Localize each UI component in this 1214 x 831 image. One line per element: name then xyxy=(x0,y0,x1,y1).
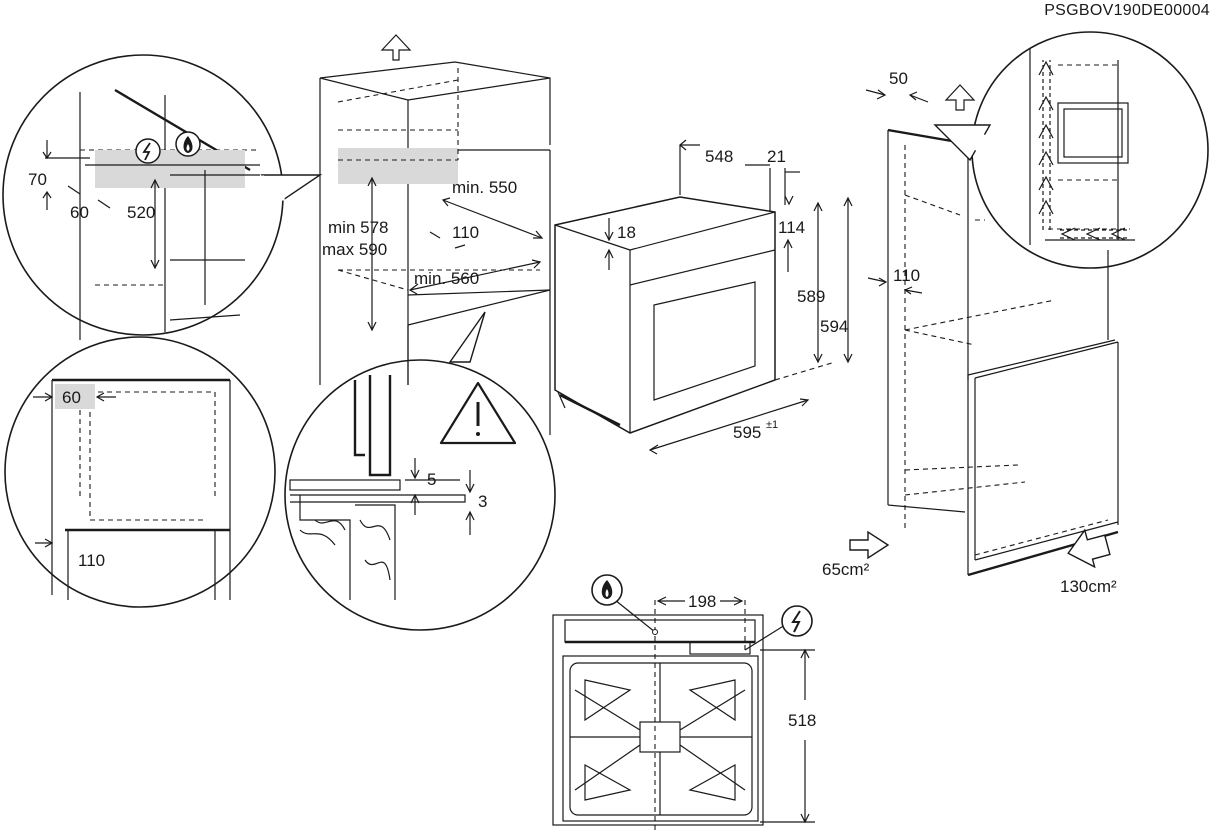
vent-bottom: 130cm² xyxy=(1060,577,1117,596)
electric-icon xyxy=(135,138,161,164)
up-arrow-icon xyxy=(380,34,412,61)
dim-max-590: max 590 xyxy=(322,240,387,259)
dim-18: 18 xyxy=(617,223,636,242)
gas-flame-icon xyxy=(175,131,201,157)
dim-595: 595 xyxy=(733,423,761,442)
tall-unit: 50 110 65cm² 130cm² xyxy=(822,69,1119,596)
oven: 548 21 18 114 589 594 595 ±1 xyxy=(554,139,853,455)
dim-min-550: min. 550 xyxy=(452,178,517,197)
detail-mounting-circle: 5 3 xyxy=(284,359,556,631)
hob-top-view: 198 518 xyxy=(552,574,816,831)
detail-top-circle: 70 60 520 xyxy=(2,54,323,340)
detail-airflow-circle xyxy=(933,31,1209,269)
up-arrow-icon-tall xyxy=(944,84,976,111)
dim-min-578: min 578 xyxy=(328,218,388,237)
dim-60-side: 60 xyxy=(62,388,81,407)
reference-code: PSGBOV190DE00004 xyxy=(1044,2,1210,19)
dim-114: 114 xyxy=(778,218,805,237)
dim-50: 50 xyxy=(889,69,908,88)
dim-198: 198 xyxy=(688,592,716,611)
dim-70: 70 xyxy=(28,170,47,189)
dim-110-cabinet: 110 xyxy=(452,223,479,242)
dim-5: 5 xyxy=(427,470,436,489)
airflow-arrow-icon-bottom xyxy=(1067,528,1111,569)
electric-icon-hob xyxy=(781,605,813,637)
dim-110-tall: 110 xyxy=(893,266,920,285)
dim-594: 594 xyxy=(820,317,848,336)
dim-520: 520 xyxy=(127,203,155,222)
dim-3: 3 xyxy=(478,492,487,511)
dim-589: 589 xyxy=(797,287,825,306)
gas-flame-icon-hob xyxy=(591,574,623,606)
airflow-arrow-icon xyxy=(849,530,890,560)
vent-front: 65cm² xyxy=(822,560,870,579)
dim-110-side: 110 xyxy=(78,551,105,570)
dim-548: 548 xyxy=(705,147,733,166)
dim-21: 21 xyxy=(767,147,786,166)
warning-icon xyxy=(439,381,517,445)
dim-60-top: 60 xyxy=(70,203,89,222)
cabinet-column: min. 550 min 578 max 590 110 min. 560 xyxy=(319,34,551,435)
detail-side-circle: 60 110 xyxy=(4,336,276,608)
dim-min-560: min. 560 xyxy=(414,269,479,288)
dim-595-tolerance: ±1 xyxy=(766,419,778,431)
dim-518: 518 xyxy=(788,711,816,730)
